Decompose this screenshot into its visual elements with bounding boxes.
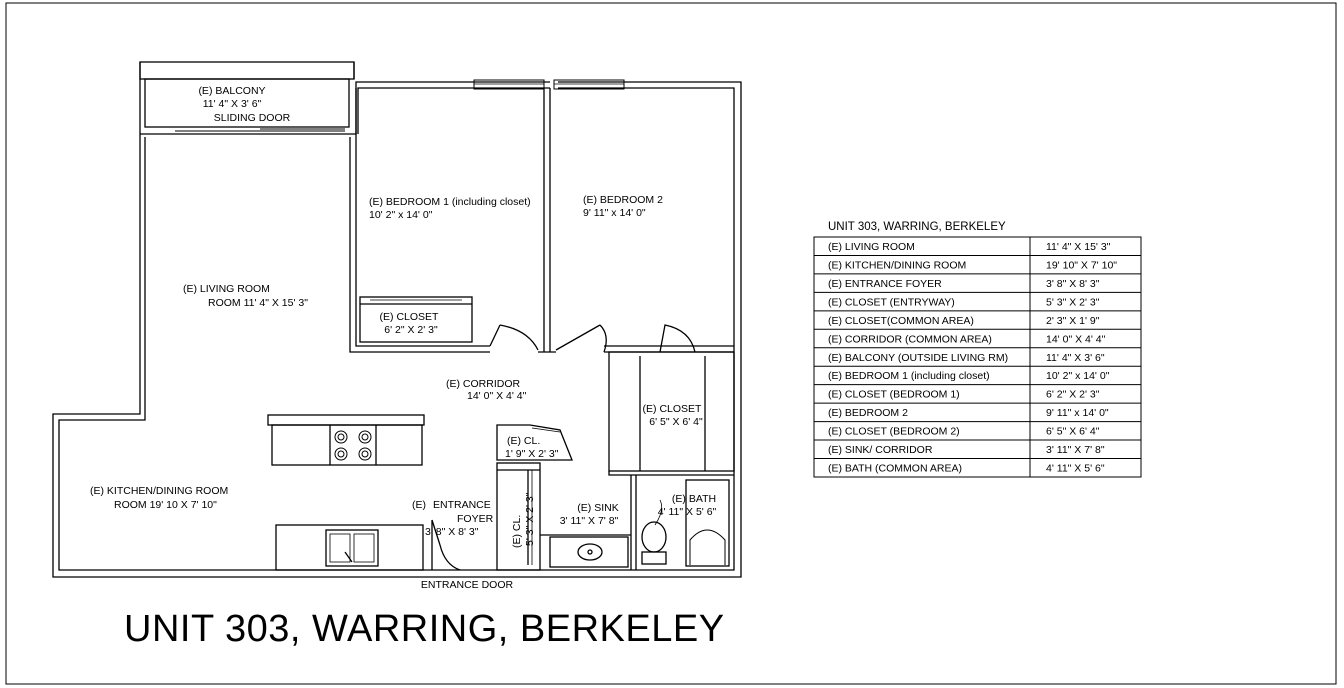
room-schedule: UNIT 303, WARRING, BERKELEY (E) LIVING R… [813, 221, 1142, 478]
schedule-room-name: (E) BALCONY (OUTSIDE LIVING RM) [828, 352, 1008, 364]
bedroom2-closet [608, 351, 735, 472]
schedule-room-dimension: 14' 0" X 4' 4" [1046, 333, 1106, 345]
sink-basin [577, 543, 603, 561]
schedule-room-dimension: 11' 4" X 15' 3" [1046, 241, 1111, 253]
foyer-dim: 3' 8" X 8' 3" [425, 526, 479, 538]
schedule-room-dimension: 10' 2" x 14' 0" [1046, 370, 1110, 382]
kitchen-sink [325, 529, 379, 567]
sheet-border [5, 2, 1337, 685]
schedule-room-dimension: 5' 3" X 2' 3" [1046, 296, 1100, 308]
living-label: (E) LIVING ROOM [183, 283, 270, 295]
entry-closet [496, 462, 541, 571]
cl-common-dim: 1' 9" X 2' 3" [505, 448, 559, 460]
foyer-e: (E) [412, 499, 426, 511]
foyer-entrance: ENTRANCE [433, 499, 491, 511]
kitchen-dim: ROOM 19' 10 X 7' 10" [114, 499, 217, 511]
exterior-wall-inner [58, 87, 735, 571]
kitchen-island [271, 424, 423, 466]
bedroom2-dim: 9' 11" x 14' 0" [583, 207, 646, 219]
sink-dim: 3' 11" X 7' 8" [560, 515, 619, 527]
cl-entry-label: (E) CL. [511, 515, 523, 548]
toilet-tank [641, 551, 667, 565]
bedroom2-door [555, 324, 607, 353]
cl-entry-dim: 5' 3" X 2' 3" [524, 492, 536, 546]
bath-dim: 4' 11" X 5' 6" [658, 506, 717, 518]
bedroom-divider-wall [543, 88, 551, 352]
living-dim: ROOM 11' 4" X 15' 3" [208, 297, 308, 309]
schedule-room-dimension: 9' 11" x 14' 0" [1046, 407, 1109, 419]
cl-common-label: (E) CL. [507, 435, 540, 447]
schedule-room-dimension: 2' 3" X 1' 9" [1046, 315, 1100, 327]
sliding-door-label: SLIDING DOOR [214, 112, 291, 124]
balcony-label: (E) BALCONY [198, 85, 265, 97]
floor-plan [52, 61, 742, 578]
schedule-room-dimension: 6' 2" X 2' 3" [1046, 389, 1100, 401]
window-bedroom1 [473, 79, 545, 90]
bathtub [685, 479, 730, 567]
schedule-room-name: (E) CLOSET (BEDROOM 1) [828, 389, 960, 401]
schedule-room-name: (E) ENTRANCE FOYER [828, 278, 942, 290]
schedule-room-dimension: 3' 8" X 8' 3" [1046, 278, 1100, 290]
bath-label: (E) BATH [672, 493, 716, 505]
foyer-foyer: FOYER [457, 513, 494, 525]
window-bedroom2 [553, 79, 625, 90]
closet-door [659, 324, 696, 353]
balcony-outline [139, 61, 355, 80]
closet-b1-label: (E) CLOSET [380, 311, 440, 323]
sink-counter [549, 536, 629, 568]
bath-walls [608, 471, 734, 570]
common-closet [496, 424, 573, 461]
entrance-door [431, 519, 461, 571]
bedroom2-bottom-wall [604, 345, 734, 353]
schedule-room-name: (E) SINK/ CORRIDOR [828, 444, 933, 456]
schedule-room-name: (E) CLOSET (BEDROOM 2) [828, 426, 960, 438]
schedule-table [813, 236, 1142, 478]
living-bedroom-wall [349, 88, 490, 353]
schedule-room-dimension: 3' 11" X 7' 8" [1046, 444, 1105, 456]
toilet-bowl [641, 521, 667, 553]
bedroom1-closet [359, 296, 473, 343]
closet-b1-dim: 6' 2" X 2' 3" [384, 324, 438, 336]
bedroom1-dim: 10' 2" x 14' 0" [369, 209, 433, 221]
schedule-room-name: (E) CORRIDOR (COMMON AREA) [828, 333, 992, 345]
corridor-dim: 14' 0" X 4' 4" [467, 390, 527, 402]
schedule-room-name: (E) CLOSET(COMMON AREA) [828, 315, 974, 327]
balcony-dim: 11' 4" X 3' 6" [203, 98, 262, 110]
schedule-room-dimension: 6' 5" X 6' 4" [1046, 426, 1100, 438]
bedroom1-door [489, 324, 539, 351]
lower-counter [275, 524, 424, 571]
schedule-room-name: (E) BEDROOM 2 [828, 407, 908, 419]
kitchen-label: (E) KITCHEN/DINING ROOM [90, 485, 228, 497]
schedule-room-name: (E) BATH (COMMON AREA) [828, 463, 962, 475]
bedroom1-label: (E) BEDROOM 1 (including closet) [369, 196, 531, 208]
schedule-room-name: (E) CLOSET (ENTRYWAY) [828, 296, 955, 308]
schedule-rows: (E) LIVING ROOM 11' 4" X 15' 3" (E) KITCHE… [814, 241, 1141, 475]
corridor-label: (E) CORRIDOR [446, 378, 520, 390]
schedule-room-name: (E) LIVING ROOM [828, 241, 915, 253]
entrance-door-label: ENTRANCE DOOR [421, 579, 514, 591]
schedule-room-dimension: 19' 10" X 7' 10" [1046, 259, 1117, 271]
schedule-title: UNIT 303, WARRING, BERKELEY [828, 221, 1006, 233]
schedule-room-dimension: 4' 11" X 5' 6" [1046, 463, 1105, 475]
stove [334, 430, 372, 461]
closet-b2-dim: 6' 5" X 6' 4" [649, 416, 703, 428]
plan-title: UNIT 303, WARRING, BERKELEY [124, 608, 725, 650]
sink-label: (E) SINK [577, 502, 618, 514]
bedroom2-label: (E) BEDROOM 2 [583, 194, 663, 206]
schedule-room-name: (E) BEDROOM 1 (including closet) [828, 370, 990, 382]
upper-counter [267, 414, 425, 426]
room-labels: (E) BALCONY 11' 4" X 3' 6" SLIDING DOOR … [90, 85, 717, 591]
closet-b2-label: (E) CLOSET [643, 403, 703, 415]
sliding-door [175, 126, 345, 135]
schedule-room-name: (E) KITCHEN/DINING ROOM [828, 259, 966, 271]
schedule-room-dimension: 11' 4" X 3' 6" [1046, 352, 1105, 364]
